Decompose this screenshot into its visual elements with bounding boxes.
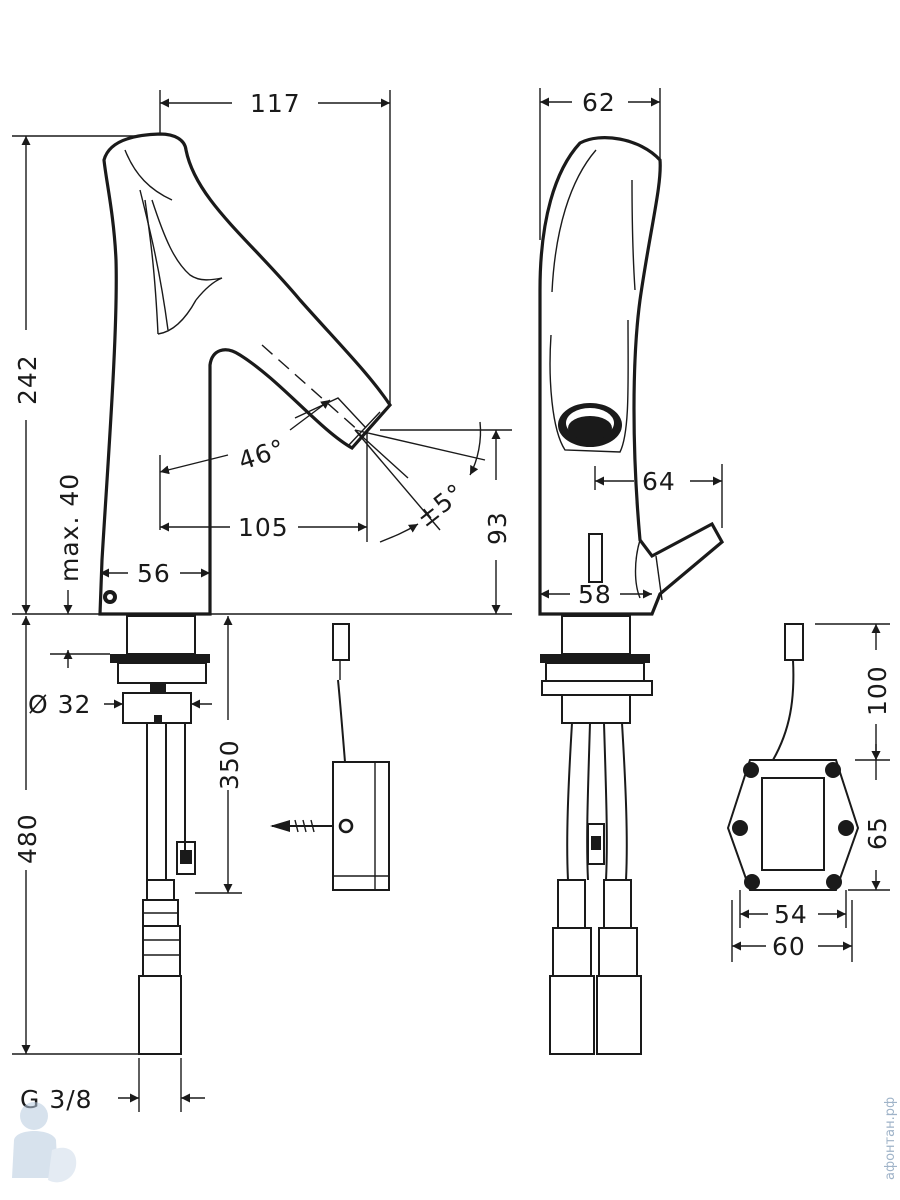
dim-46-degrees: 46° — [235, 434, 289, 476]
watermark-logo — [12, 1102, 77, 1183]
watermark-text: афонтан.рф — [883, 1097, 898, 1180]
dim-117: 117 — [250, 89, 301, 118]
front-view: 117 242 max. 40 56 46° 105 ±5° 93 — [12, 89, 512, 1114]
faucet-body-front — [98, 132, 393, 616]
side-view: 62 64 58 — [538, 88, 892, 1055]
dim-480: 480 — [13, 813, 42, 864]
dim-diameter-32: Ø 32 — [28, 690, 91, 719]
dim-350: 350 — [215, 739, 244, 790]
dim-58: 58 — [578, 580, 612, 609]
dim-100: 100 — [863, 665, 892, 716]
dim-56: 56 — [137, 559, 171, 588]
dim-54: 54 — [774, 900, 808, 929]
faucet-body-side — [538, 136, 725, 616]
dim-plus-minus-5-degrees: ±5° — [411, 478, 470, 533]
dim-60: 60 — [772, 932, 806, 961]
dim-62: 62 — [582, 88, 616, 117]
dim-max40: max. 40 — [55, 473, 84, 582]
dim-105: 105 — [238, 513, 289, 542]
dim-242: 242 — [13, 354, 42, 405]
dim-93: 93 — [483, 511, 512, 545]
dim-64: 64 — [642, 467, 676, 496]
dim-65: 65 — [863, 816, 892, 850]
